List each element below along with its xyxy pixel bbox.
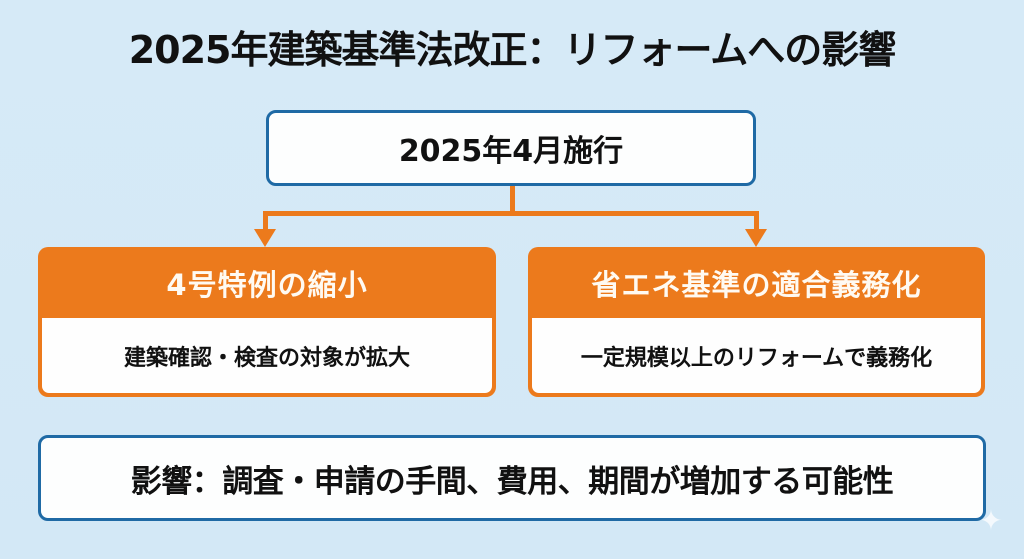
sparkle-icon: ✦ <box>979 504 1003 537</box>
impact-label: 影響：調査・申請の手間、費用、期間が増加する可能性 <box>130 463 894 500</box>
arrow-down-icon <box>254 229 276 247</box>
effective-date-box: 2025年4月施行 <box>266 110 756 186</box>
arrow-down-icon <box>745 229 767 247</box>
card-header: 4号特例の縮小 <box>166 267 368 302</box>
connector-horizontal <box>263 211 759 216</box>
card-4go-exception: 4号特例の縮小 建築確認・検査の対象が拡大 <box>38 247 496 397</box>
impact-box: 影響：調査・申請の手間、費用、期間が増加する可能性 <box>38 435 986 521</box>
card-header: 省エネ基準の適合義務化 <box>591 267 922 302</box>
diagram-title: 2025年建築基準法改正：リフォームへの影響 <box>128 28 897 72</box>
connector-left-drop <box>263 211 268 231</box>
card-body: 一定規模以上のリフォームで義務化 <box>532 318 981 393</box>
card-energy-standard: 省エネ基準の適合義務化 一定規模以上のリフォームで義務化 <box>528 247 985 397</box>
connector-right-drop <box>754 211 759 231</box>
effective-date-label: 2025年4月施行 <box>398 134 624 169</box>
connector-stem <box>510 186 515 216</box>
card-body: 建築確認・検査の対象が拡大 <box>42 318 492 393</box>
